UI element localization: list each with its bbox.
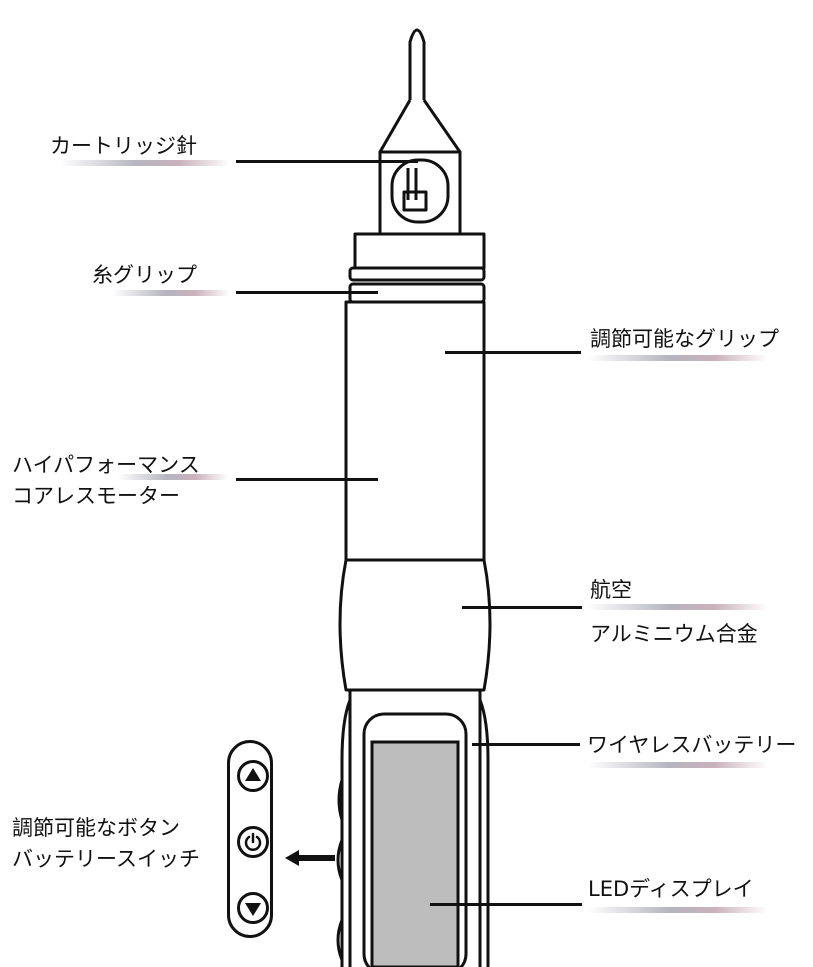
leader-line-motor: [236, 478, 378, 481]
label-adjustable-grip: 調節可能なグリップ: [590, 327, 779, 351]
label-motor-line2: コアレスモーター: [12, 484, 180, 508]
power-icon[interactable]: [237, 826, 269, 858]
label-buttons-line1: 調節可能なボタン: [12, 816, 180, 840]
needle-tip: [408, 28, 426, 100]
label-thread-grip: 糸グリップ: [92, 263, 197, 287]
arrow-left-icon: [285, 850, 335, 866]
control-buttons-panel: [227, 740, 273, 938]
label-underline: [588, 907, 768, 913]
aluminum-section: [338, 558, 492, 692]
label-underline: [60, 160, 230, 166]
label-cartridge-needle: カートリッジ針: [50, 134, 197, 158]
leader-line-adjustable: [445, 351, 581, 354]
leader-line-display: [430, 903, 582, 906]
leader-line-thread: [236, 291, 378, 294]
label-wireless-battery: ワイヤレスバッテリー: [587, 733, 797, 757]
arrow-down-circle-icon[interactable]: [237, 892, 269, 924]
label-underline: [118, 474, 228, 480]
label-aluminum-line1: 航空: [590, 578, 632, 602]
label-motor-line1: ハイパフォーマンス: [12, 453, 200, 477]
label-underline: [588, 762, 768, 768]
label-aluminum-line2: アルミニウム合金: [590, 622, 758, 646]
thread-ring-1: [348, 266, 486, 282]
leader-line-aluminum: [462, 606, 582, 609]
display-frame: [362, 712, 468, 967]
label-buttons-line2: バッテリースイッチ: [12, 847, 200, 871]
needle-cone: [378, 99, 462, 154]
arrow-up-circle-icon[interactable]: [237, 760, 269, 792]
cartridge-window: [390, 158, 450, 224]
label-led-display: LEDディスプレイ: [588, 877, 754, 901]
cartridge-needle-holder: [402, 190, 428, 212]
leader-line-battery: [472, 743, 580, 746]
label-underline: [588, 604, 768, 610]
led-display-panel: [370, 740, 460, 967]
motor-body: [344, 300, 486, 562]
lower-body: [348, 690, 482, 967]
leader-line-cartridge: [236, 160, 418, 163]
grip-top-block: [353, 232, 486, 270]
label-underline: [112, 290, 230, 296]
label-underline: [588, 355, 768, 361]
